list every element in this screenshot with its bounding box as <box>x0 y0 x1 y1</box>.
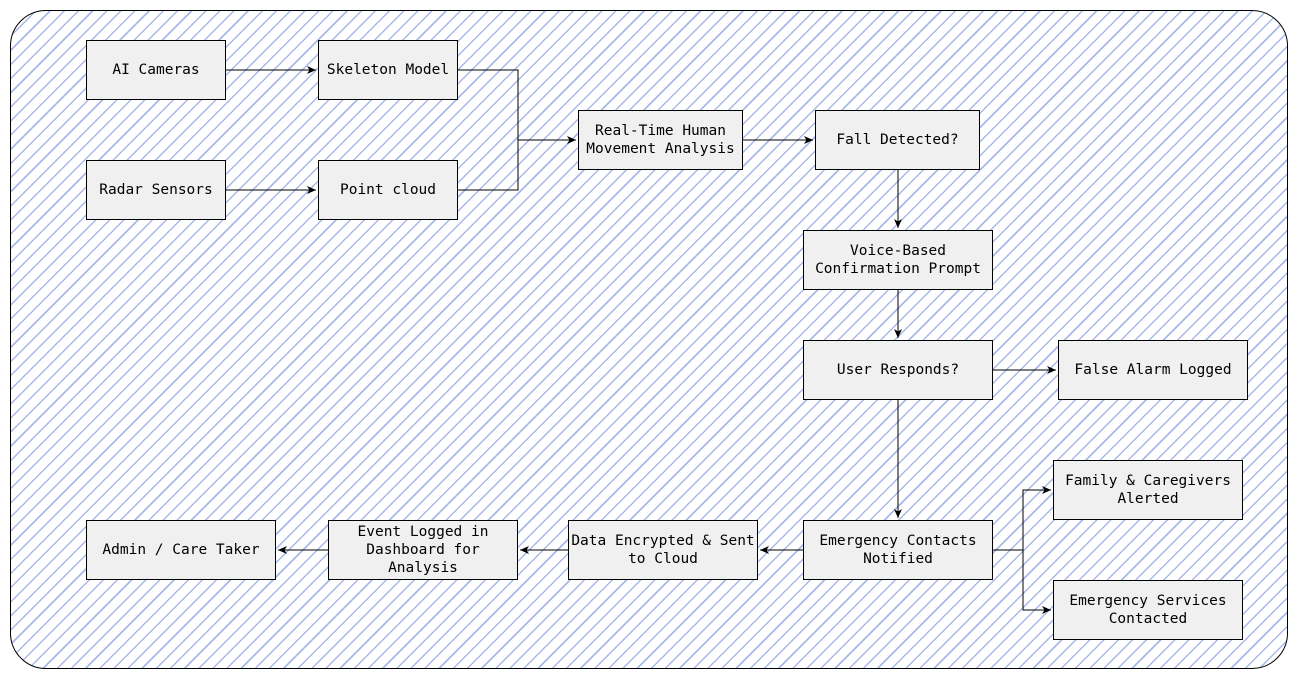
node-false-alarm: False Alarm Logged <box>1058 340 1248 400</box>
edge-pointcloud-to-analysis <box>458 140 519 191</box>
edge-contacts-to-services <box>1022 550 1051 614</box>
node-user-responds: User Responds? <box>803 340 993 400</box>
node-radar-sensors: Radar Sensors <box>86 160 226 220</box>
node-data-encrypted: Data Encrypted & Sent to Cloud <box>568 520 758 580</box>
node-point-cloud: Point cloud <box>318 160 458 220</box>
node-movement-analysis: Real-Time Human Movement Analysis <box>578 110 743 170</box>
edge-skeleton-to-analysis <box>458 69 576 144</box>
node-emergency-services: Emergency Services Contacted <box>1053 580 1243 640</box>
node-event-logged: Event Logged in Dashboard for Analysis <box>328 520 518 580</box>
node-skeleton-model: Skeleton Model <box>318 40 458 100</box>
node-family-alerted: Family & Caregivers Alerted <box>1053 460 1243 520</box>
node-voice-prompt: Voice-Based Confirmation Prompt <box>803 230 993 290</box>
node-fall-detected: Fall Detected? <box>815 110 980 170</box>
edge-contacts-to-family <box>993 486 1051 551</box>
node-admin-caretaker: Admin / Care Taker <box>86 520 276 580</box>
node-ai-cameras: AI Cameras <box>86 40 226 100</box>
node-emergency-contacts: Emergency Contacts Notified <box>803 520 993 580</box>
